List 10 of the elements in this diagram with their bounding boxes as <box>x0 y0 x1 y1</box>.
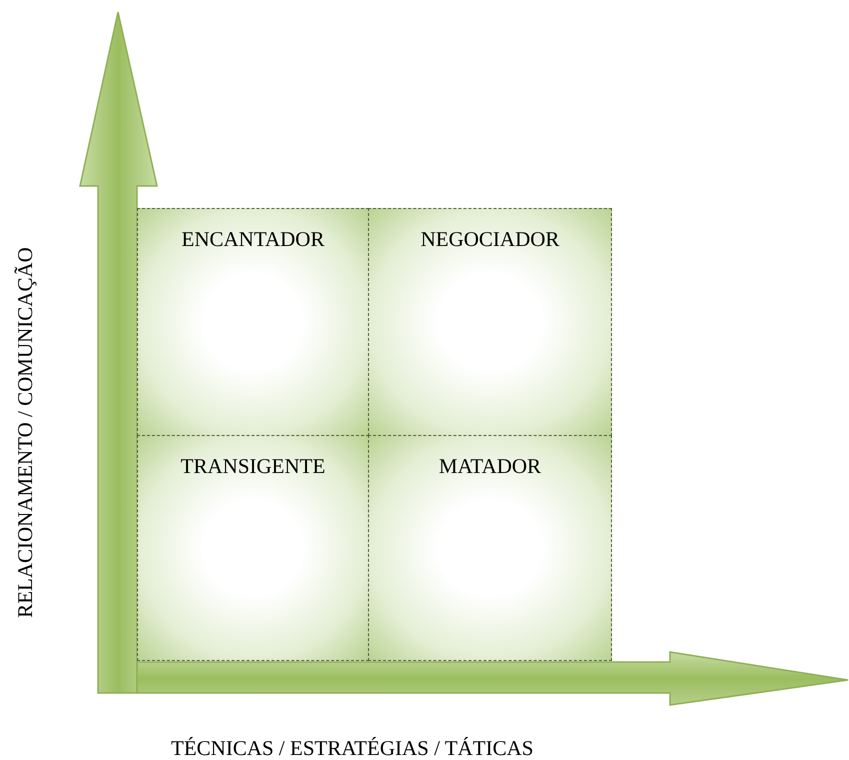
quadrant-label: MATADOR <box>438 454 542 479</box>
quadrant-label: TRANSIGENTE <box>180 454 326 479</box>
quadrant-label: ENCANTADOR <box>180 227 326 252</box>
quadrant-cell <box>137 435 369 661</box>
quadrant-cell <box>368 208 612 436</box>
x-axis-label: TÉCNICAS / ESTRATÉGIAS / TÁTICAS <box>171 736 534 760</box>
quadrant-cell <box>368 435 612 661</box>
quadrant-label: NEGOCIADOR <box>420 227 560 252</box>
y-axis-label: RELACIONAMENTO / COMUNICAÇÃO <box>12 246 38 618</box>
quadrant-cell <box>137 208 369 436</box>
